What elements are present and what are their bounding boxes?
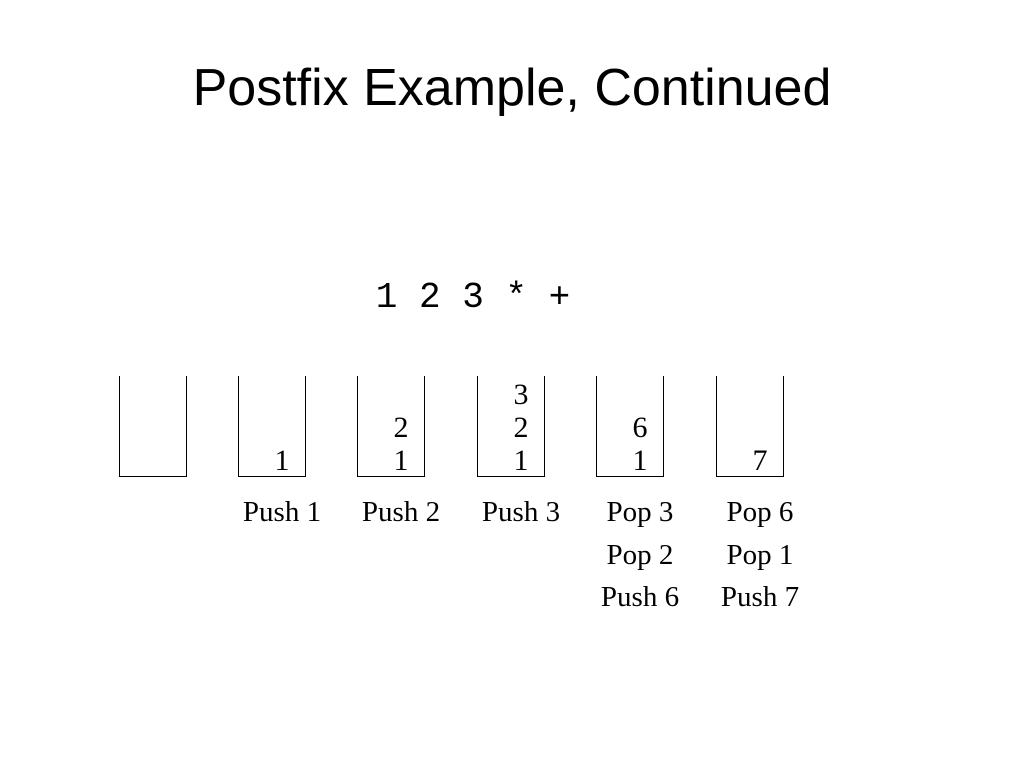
operation-caption-3: Push 2 bbox=[341, 496, 461, 539]
operation-caption-4: Push 3 bbox=[461, 496, 581, 539]
stack-item: 3 bbox=[513, 378, 529, 411]
operation-line: Push 6 bbox=[600, 581, 680, 613]
stack-item: 1 bbox=[274, 444, 290, 477]
operation-line: Pop 2 bbox=[606, 538, 674, 571]
stack-2: 1 bbox=[238, 376, 306, 477]
stack-6: 7 bbox=[716, 376, 784, 477]
operation-caption-5: Pop 3 Pop 2 Push 6 bbox=[580, 496, 700, 624]
postfix-expression: 1 2 3 * + bbox=[375, 277, 571, 318]
stack-item: 1 bbox=[513, 444, 529, 477]
slide-title: Postfix Example, Continued bbox=[192, 59, 832, 117]
operation-line: Pop 6 bbox=[726, 496, 794, 528]
stack-item: 2 bbox=[513, 411, 529, 444]
operation-caption-6: Pop 6 Pop 1 Push 7 bbox=[700, 496, 820, 624]
operation-caption-2: Push 1 bbox=[222, 496, 342, 539]
operation-line: Push 1 bbox=[242, 496, 322, 528]
stack-1 bbox=[119, 376, 187, 477]
stack-item: 7 bbox=[752, 444, 768, 477]
operation-line: Push 7 bbox=[720, 581, 800, 613]
operation-line: Pop 1 bbox=[726, 538, 794, 571]
stack-item: 6 bbox=[632, 411, 648, 444]
operation-line: Push 3 bbox=[481, 496, 561, 528]
stack-item: 1 bbox=[393, 444, 409, 477]
stack-item: 1 bbox=[632, 444, 648, 477]
operation-line: Pop 3 bbox=[606, 496, 674, 528]
stack-item: 2 bbox=[393, 411, 409, 444]
operation-line: Push 2 bbox=[361, 496, 441, 528]
